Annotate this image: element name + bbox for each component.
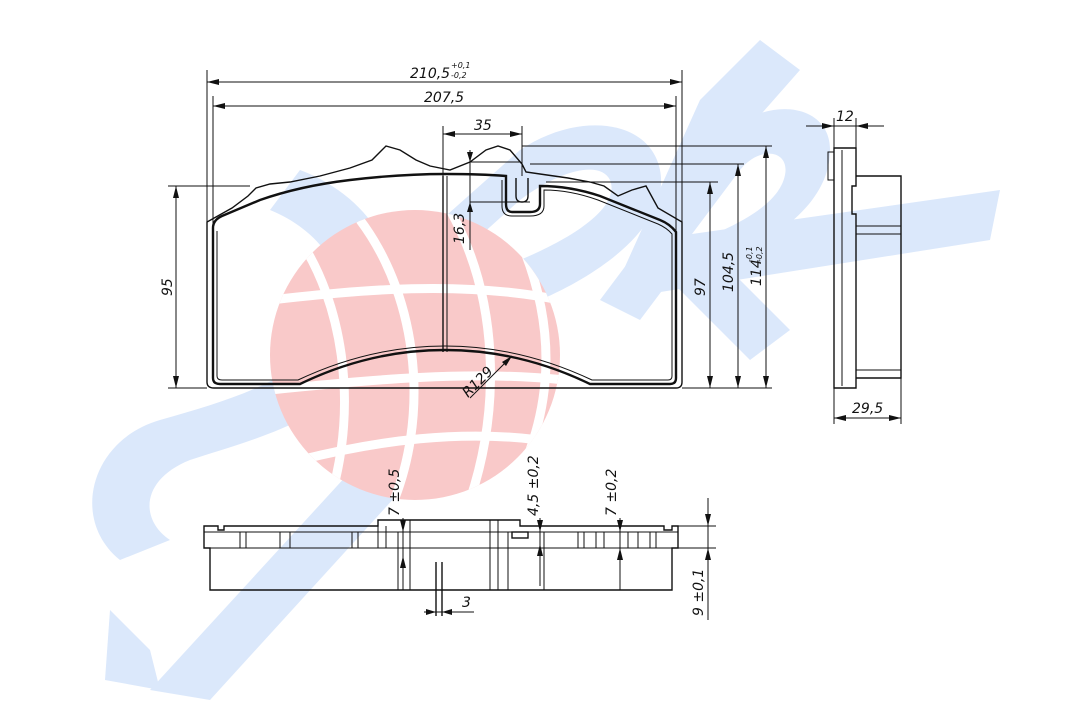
notch-left-label: 7 ±0,5 — [387, 469, 403, 516]
slot-offset-dimension: 35 — [442, 118, 523, 176]
left-height-label: 95 — [160, 278, 176, 296]
total-thickness-label: 29,5 — [852, 401, 883, 417]
notch-mid-label: 4,5 ±0,2 — [526, 455, 542, 516]
height-114-tol-lower: -0,2 — [755, 246, 764, 262]
watermark — [92, 40, 1000, 700]
overall-width-label: 210,5 — [410, 66, 450, 82]
height-97-label: 97 — [693, 278, 709, 296]
height-114-label: 114 — [749, 259, 765, 286]
notch-right-label: 7 ±0,2 — [604, 469, 620, 516]
side-view: 12 29,5 — [806, 109, 902, 424]
bottom-plate-outline — [203, 519, 679, 591]
backing-plate-outline — [206, 145, 683, 389]
overall-width-tol-upper: +0,1 — [451, 61, 470, 70]
right-height-dimensions: 97 104,5 114 -0,1 -0,2 — [522, 145, 772, 389]
friction-pad-outline — [211, 172, 678, 386]
bottom-groove — [435, 562, 443, 616]
backing-thickness-label: 12 — [836, 109, 854, 125]
plate-width-dimension: 207,5 — [212, 90, 677, 232]
bottom-notch — [511, 531, 529, 539]
groove-width-label: 3 — [462, 595, 471, 611]
plate-thickness-label: 9 ±0,1 — [691, 569, 707, 616]
slot-depth-dimension: 16,3 — [452, 150, 530, 250]
bottom-view: 3 7 ±0,5 4,5 ±0,2 7 ±0,2 9 ±0,1 — [203, 455, 716, 620]
plate-width-label: 207,5 — [424, 90, 464, 106]
bottom-detail-lines — [239, 520, 657, 590]
left-height-dimension: 95 — [160, 185, 250, 389]
overall-width-tol-lower: -0,2 — [451, 71, 467, 80]
watermark-globe — [270, 210, 560, 500]
height-1045-label: 104,5 — [721, 252, 737, 292]
side-backing-plate — [833, 147, 857, 389]
slot-offset-label: 35 — [474, 118, 492, 134]
friction-pad-inner-line — [216, 180, 673, 381]
side-friction-block — [856, 175, 902, 379]
slot-depth-label: 16,3 — [452, 213, 468, 244]
height-114-tol-upper: -0,1 — [745, 246, 754, 262]
